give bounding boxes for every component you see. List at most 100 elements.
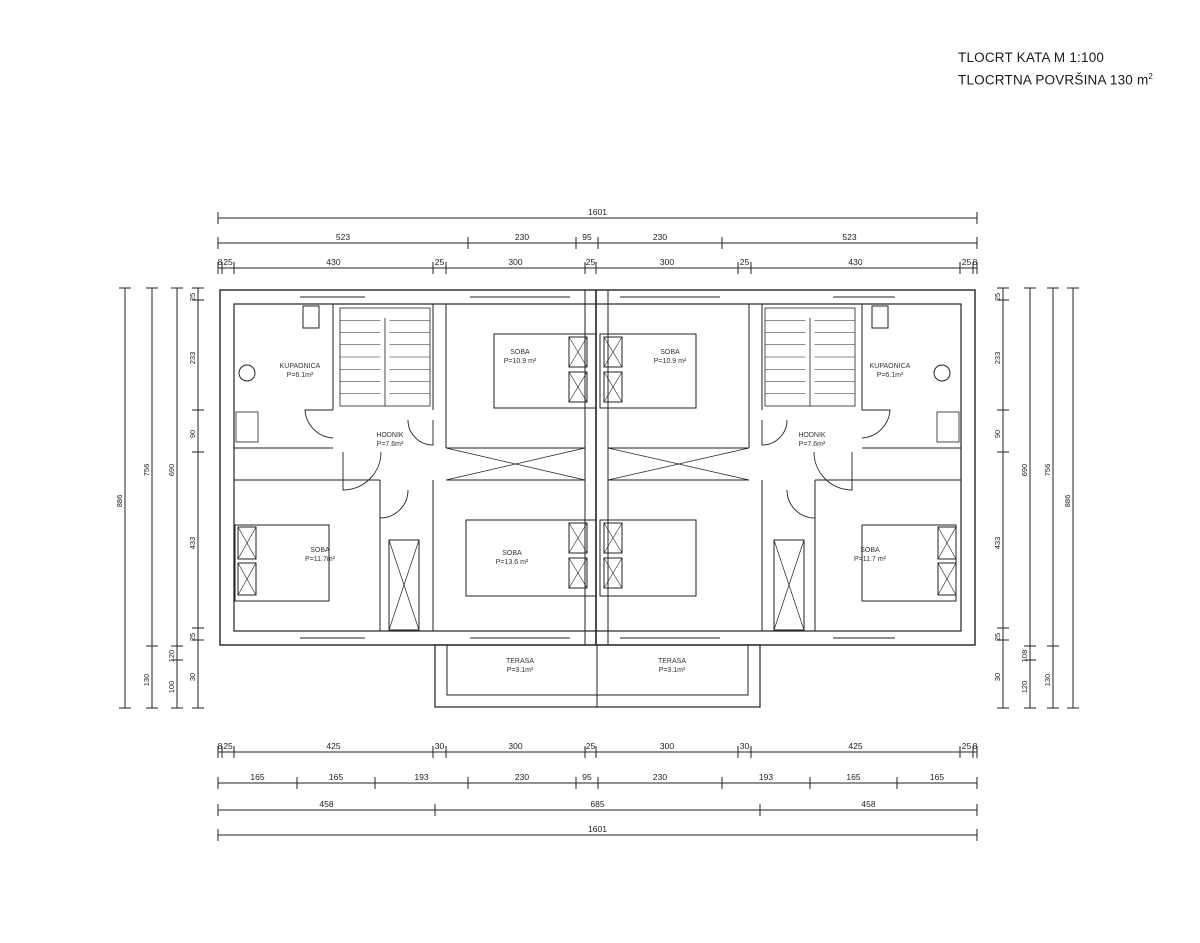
pillow	[568, 557, 588, 589]
pillow	[603, 371, 623, 403]
wardrobe-x	[388, 539, 420, 631]
door-room-top-r	[761, 419, 788, 446]
floor-area-text: TLOCRTNA POVRŠINA 130 m	[958, 72, 1149, 88]
room-name-hodnik: HODNIK	[798, 432, 826, 439]
pillow	[603, 522, 623, 554]
room-name-soba: SOBA	[660, 349, 680, 356]
dim-top-row3-label: 25	[740, 257, 750, 267]
dim-bottom-row1-label: 425	[848, 741, 862, 751]
dim-left-outer-label: 886	[115, 495, 124, 508]
bed-soba-4	[465, 519, 597, 597]
pillow	[568, 522, 588, 554]
dim-right-inner-label: 25	[993, 293, 1002, 301]
dim-bottom-row1-label: 30	[740, 741, 750, 751]
room-name-hodnik: HODNIK	[376, 432, 404, 439]
dim-right-third-label: 108	[1020, 650, 1029, 663]
dim-left-second-label: 130	[142, 674, 151, 687]
room-area: P=10.9 m²	[504, 358, 537, 365]
dim-top-row3-label: 8	[973, 257, 978, 267]
dim-left-inner-label: 25	[188, 293, 197, 301]
cabinet	[235, 411, 259, 443]
dim-bottom-row2-label: 165	[329, 772, 343, 782]
dim-left-inner-label: 233	[188, 352, 197, 365]
dim-left-inner-label: 433	[188, 537, 197, 550]
dim-left-inner-label: 30	[188, 673, 197, 681]
room-name-terasa: TERASA	[658, 658, 686, 665]
door-hall-r	[813, 451, 853, 491]
pillow	[237, 526, 257, 560]
pillow	[603, 336, 623, 368]
dim-bottom-row3-label: 458	[861, 799, 875, 809]
dim-right-inner-label: 30	[993, 673, 1002, 681]
room-labels: KUPAONICA P=6.1m² HODNIK P=7.6m² SOBA P=10.9 …	[280, 349, 911, 674]
room-area: P=6.1m²	[287, 372, 314, 379]
room-name-soba: SOBA	[510, 349, 530, 356]
dim-bottom-row2-label: 95	[582, 772, 592, 782]
door-room-bottom-r	[786, 489, 816, 519]
dim-bottom-row2-label: 230	[653, 772, 667, 782]
furniture-layer	[234, 305, 960, 602]
dim-bottom-row3-label: 685	[590, 799, 604, 809]
void-cross	[607, 447, 750, 481]
dim-top-total-label: 1601	[588, 207, 607, 217]
dim-bottom-row2-label: 193	[414, 772, 428, 782]
pillow-fold	[937, 526, 957, 560]
dim-top-row2-label: 230	[653, 232, 667, 242]
dim-bottom-row2-label: 165	[846, 772, 860, 782]
sink-icon	[933, 364, 951, 382]
dim-left-second-label: 756	[142, 464, 151, 477]
dim-bottom-row1-label: 25	[223, 741, 233, 751]
room-area: P=3.1m²	[507, 667, 534, 674]
room-name-soba: SOBA	[502, 550, 522, 557]
dim-bottom-row1-label: 300	[508, 741, 522, 751]
sink-icon	[238, 364, 256, 382]
dim-top-row3-label: 300	[660, 257, 674, 267]
dim-top-row3-label: 430	[326, 257, 340, 267]
pillow	[568, 371, 588, 403]
pillow-fold	[603, 371, 623, 403]
dim-bottom-total-label: 1601	[588, 824, 607, 834]
pillow-fold	[603, 522, 623, 554]
bed-soba-2	[599, 333, 697, 409]
dim-bottom-row1-label: 425	[326, 741, 340, 751]
door-hall	[342, 451, 382, 491]
dim-bottom-row2-label: 230	[515, 772, 529, 782]
pillow	[568, 336, 588, 368]
pillow-fold	[603, 336, 623, 368]
room-area: P=3.1m²	[659, 667, 686, 674]
pillow-fold	[603, 557, 623, 589]
room-name-terasa: TERASA	[506, 658, 534, 665]
dim-top-row3-label: 8	[218, 257, 223, 267]
room-area: P=7.6m²	[377, 441, 404, 448]
room-name-soba: SOBA	[310, 547, 330, 554]
dim-right-inner-label: 433	[993, 537, 1002, 550]
door-room-top	[407, 419, 434, 446]
title-block: TLOCRT KATA M 1:100 TLOCRTNA POVRŠINA 13…	[958, 48, 1153, 90]
room-name-kupaonica: KUPAONICA	[870, 363, 911, 370]
dim-bottom-row3-label: 458	[319, 799, 333, 809]
dim-bottom-row2-label: 193	[759, 772, 773, 782]
room-area: P=11.7 m²	[854, 556, 887, 563]
dim-top-row3-label: 25	[435, 257, 445, 267]
dim-left-inner-label: 25	[188, 633, 197, 641]
pillow-fold	[237, 526, 257, 560]
void-cross	[445, 447, 586, 481]
dim-top-row2-label: 95	[582, 232, 592, 242]
room-name-kupaonica: KUPAONICA	[280, 363, 321, 370]
pillow	[937, 526, 957, 560]
room-area: P=10.9 m²	[654, 358, 687, 365]
room-area: P=6.1m²	[877, 372, 904, 379]
dim-right-inner-label: 233	[993, 352, 1002, 365]
dim-bottom-row1-label: 300	[660, 741, 674, 751]
pillow	[603, 557, 623, 589]
walls-layer	[219, 289, 976, 708]
dim-top-row3-label: 300	[508, 257, 522, 267]
bed-soba-1	[493, 333, 597, 409]
pillow-fold	[568, 336, 588, 368]
dim-bottom-row2-label: 165	[250, 772, 264, 782]
dim-left-third-label: 100	[167, 681, 176, 694]
inner-wall	[233, 303, 962, 632]
floor-area-title: TLOCRTNA POVRŠINA 130 m2	[958, 67, 1153, 90]
pillow-fold	[237, 562, 257, 596]
